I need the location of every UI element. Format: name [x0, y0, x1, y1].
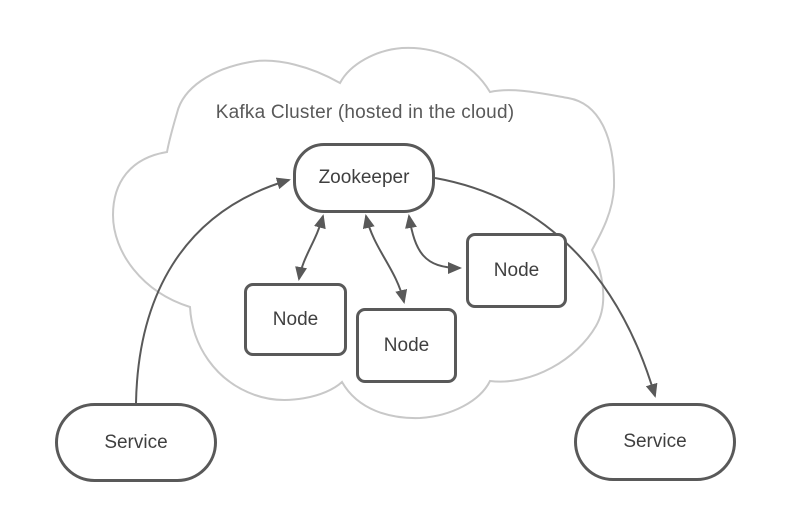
- zookeeper-label: Zookeeper: [318, 167, 410, 188]
- zookeeper-box: Zookeeper: [293, 143, 435, 213]
- service-box-left: Service: [55, 403, 217, 482]
- edge-zookeeper-node-2: [362, 214, 408, 304]
- node-box-2: Node: [356, 308, 457, 383]
- edge-zookeeper-node-1: [295, 214, 326, 281]
- node-3-label: Node: [493, 259, 540, 281]
- cloud-title: Kafka Cluster (hosted in the cloud): [215, 102, 515, 123]
- service-left-label: Service: [104, 431, 168, 453]
- node-box-3: Node: [466, 233, 567, 308]
- node-1-label: Node: [272, 308, 319, 330]
- service-box-right: Service: [574, 403, 736, 481]
- edge-zookeeper-node-3: [405, 214, 462, 274]
- service-right-label: Service: [623, 431, 687, 452]
- node-2-label: Node: [383, 334, 430, 356]
- edge-service-left-to-zookeeper: [135, 177, 291, 404]
- node-box-1: Node: [244, 283, 347, 356]
